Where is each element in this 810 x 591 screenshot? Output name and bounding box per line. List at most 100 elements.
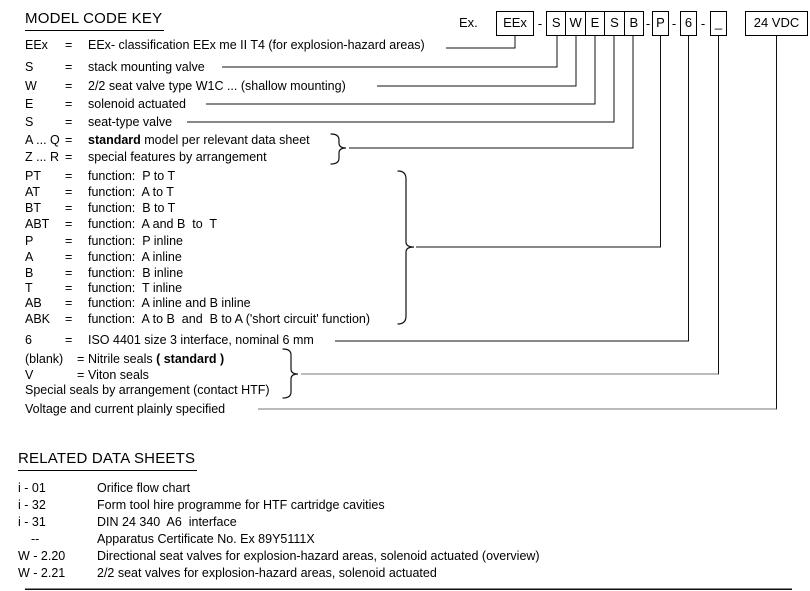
code-separator: - xyxy=(700,16,706,31)
code-box-eex: EEx xyxy=(496,11,534,36)
datasheet-code: i - 32 xyxy=(18,498,46,512)
key-code: A xyxy=(25,250,34,264)
key-row: E=solenoid actuated xyxy=(0,97,810,113)
key-code: A ... Q xyxy=(25,133,60,147)
datasheet-description: Form tool hire programme for HTF cartrid… xyxy=(97,498,385,512)
key-row: B=function: B inline xyxy=(0,266,810,282)
code-box-voltage: 24 VDC xyxy=(745,11,808,36)
equals-sign: = xyxy=(65,185,73,199)
key-row: EEx=EEx- classification EEx me II T4 (fo… xyxy=(0,38,810,54)
key-code: PT xyxy=(25,169,41,183)
key-row: S = stack mounting valve xyxy=(0,60,810,76)
code-box-s2: S xyxy=(604,12,623,35)
key-code: EEx xyxy=(25,38,48,52)
code-separator: - xyxy=(537,16,543,31)
equals-sign: = xyxy=(77,352,85,366)
key-row: P=function: P inline xyxy=(0,234,810,250)
equals-sign: = xyxy=(65,217,73,231)
key-code: BT xyxy=(25,201,41,215)
key-code: S xyxy=(25,115,34,129)
equals-sign: = xyxy=(65,333,73,347)
equals-sign: = xyxy=(65,169,73,183)
datasheet-row: W - 2.20 Directional seat valves for expl… xyxy=(0,549,810,565)
voltage-note: Voltage and current plainly specified xyxy=(25,402,226,416)
datasheet-code: W - 2.20 xyxy=(18,549,66,563)
page-title: MODEL CODE KEY xyxy=(25,10,165,31)
code-separator: - xyxy=(645,16,651,31)
key-code: ABK xyxy=(25,312,51,326)
equals-sign: = xyxy=(65,60,73,74)
datasheet-row: i - 31 DIN 24 340 A6 interface xyxy=(0,515,810,531)
key-code: AB xyxy=(25,296,42,310)
key-row: 6 = ISO 4401 size 3 interface, nominal 6 m… xyxy=(0,333,810,349)
code-box-size: 6 xyxy=(680,11,697,36)
key-code: T xyxy=(25,281,33,295)
key-description: stack mounting valve xyxy=(88,60,205,74)
equals-sign: = xyxy=(65,234,73,248)
key-row: W=2/2 seat valve type W1C ... (shallow m… xyxy=(0,79,810,95)
key-row: S = seat-type valve xyxy=(0,115,810,131)
special-seals-note: Special seals by arrangement (contact HT… xyxy=(25,383,270,397)
key-row: PT = function: P to T xyxy=(0,169,810,185)
key-row: ABT = function: A and B to T xyxy=(0,217,810,233)
key-row: A=function: A inline xyxy=(0,250,810,266)
code-separator: - xyxy=(671,16,677,31)
key-row: A ... Q = standard model per relevant data… xyxy=(0,133,810,149)
equals-sign: = xyxy=(65,115,73,129)
key-description: function: A to B and B to A ('short circ… xyxy=(88,312,371,326)
key-code: Z ... R xyxy=(25,150,60,164)
key-code: V xyxy=(25,368,34,382)
datasheet-row: --Apparatus Certificate No. Ex 89Y5111X xyxy=(0,532,810,548)
datasheet-code: -- xyxy=(31,532,40,546)
key-description: ISO 4401 size 3 interface, nominal 6 mm xyxy=(88,333,314,347)
equals-sign: = xyxy=(65,281,73,295)
key-description: Viton seals xyxy=(88,368,149,382)
key-description: 2/2 seat valve type W1C ... (shallow mou… xyxy=(88,79,346,93)
key-description: function: P to T xyxy=(88,169,176,183)
datasheet-description: Directional seat valves for explosion-ha… xyxy=(97,549,540,563)
equals-sign: = xyxy=(65,150,73,164)
equals-sign: = xyxy=(77,368,85,382)
code-box-e: E xyxy=(584,12,604,35)
example-label: Ex. xyxy=(459,15,478,30)
key-code: ABT xyxy=(25,217,50,231)
key-code: AT xyxy=(25,185,41,199)
datasheet-description: 2/2 seat valves for explosion-hazard are… xyxy=(97,566,437,580)
code-box-seal: _ xyxy=(710,11,727,36)
key-code: B xyxy=(25,266,34,280)
key-description: solenoid actuated xyxy=(88,97,186,111)
datasheet-code: i - 31 xyxy=(18,515,46,529)
key-description: function: A and B to T xyxy=(88,217,218,231)
datasheet-description: DIN 24 340 A6 interface xyxy=(97,515,237,529)
datasheet-code: W - 2.21 xyxy=(18,566,66,580)
equals-sign: = xyxy=(65,201,73,215)
key-code: S xyxy=(25,60,34,74)
key-row: V =Viton seals xyxy=(0,368,810,384)
key-code: 6 xyxy=(25,333,32,347)
key-description: special features by arrangement xyxy=(88,150,267,164)
equals-sign: = xyxy=(65,312,73,326)
key-row: BT = function: B to T xyxy=(0,201,810,217)
equals-sign: = xyxy=(65,79,73,93)
key-description: function: B to T xyxy=(88,201,176,215)
key-description: function: A to T xyxy=(88,185,174,199)
datasheet-description: Orifice flow chart xyxy=(97,481,191,495)
key-description: function: A inline xyxy=(88,250,182,264)
equals-sign: = xyxy=(65,133,73,147)
code-box-s1: S xyxy=(551,15,561,30)
key-row: AB=function: A inline and B inline xyxy=(0,296,810,312)
key-description: seat-type valve xyxy=(88,115,173,129)
key-description: Nitrile seals ( standard ) xyxy=(88,352,225,366)
equals-sign: = xyxy=(65,266,73,280)
datasheet-row: W - 2.21 2/2 seat valves for explosion-ha… xyxy=(0,566,810,582)
key-row: AT = function: A to T xyxy=(0,185,810,201)
key-description: function: A inline and B inline xyxy=(88,296,251,310)
key-description: standard model per relevant data sheet xyxy=(88,133,310,147)
code-box-group-swesb: S W E S B xyxy=(546,11,644,36)
key-row: Z ... R = special features by arrangement xyxy=(0,150,810,166)
key-row: ABK = function: A to B and B to A ('short … xyxy=(0,312,810,328)
equals-sign: = xyxy=(65,38,73,52)
code-box-w: W xyxy=(565,12,584,35)
